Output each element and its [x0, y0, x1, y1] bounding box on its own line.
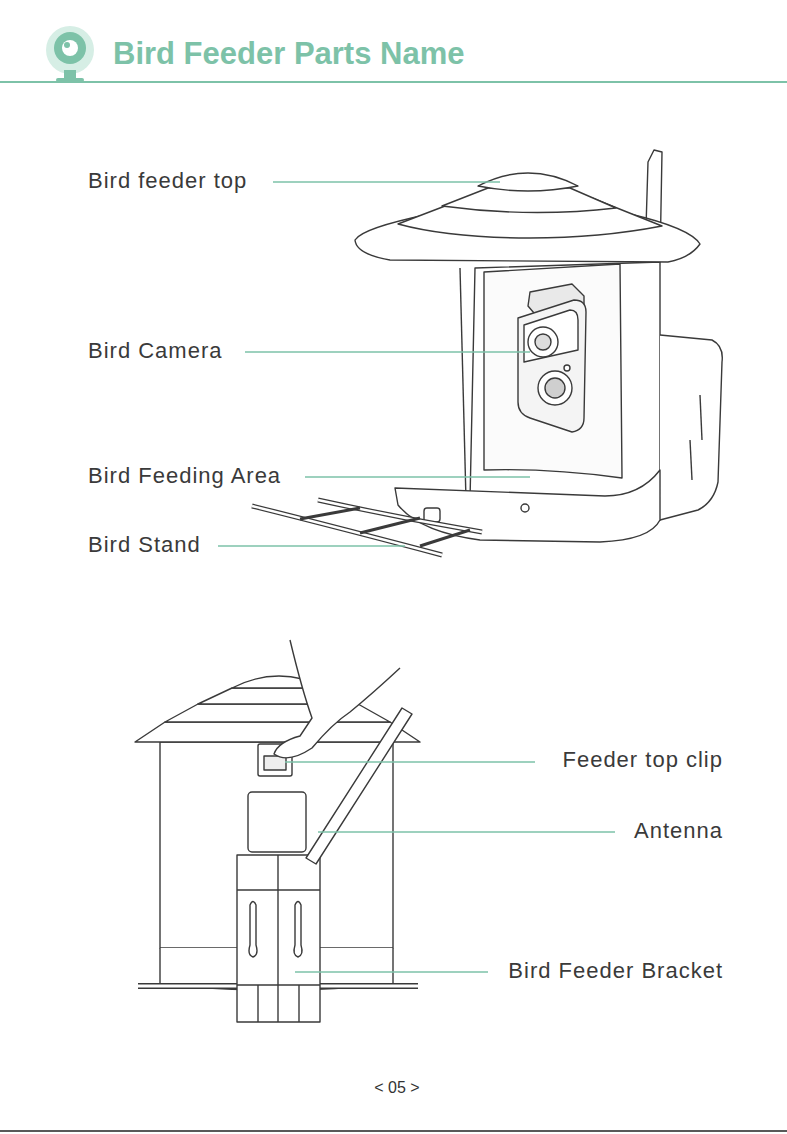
feeder-back-view	[249, 902, 257, 958]
feeder-front-view	[318, 500, 482, 532]
feeder-front-view	[700, 395, 702, 440]
part-name: Feeder top clip	[562, 747, 723, 773]
feeder-back-view	[237, 855, 320, 1022]
footer-rule	[0, 1130, 787, 1132]
feeder-back-view	[277, 855, 278, 1022]
header-icon	[64, 70, 76, 78]
feeder-back-view	[135, 640, 420, 1022]
feeder-front-view	[470, 262, 660, 520]
feeder-front-view	[460, 268, 466, 500]
part-name: Antenna	[634, 818, 723, 844]
part-name: Bird Feeder Bracket	[508, 958, 723, 984]
leader-lines	[285, 761, 535, 763]
feeder-front-view	[564, 365, 570, 371]
feeder-front-view	[252, 506, 442, 555]
leader-lines	[305, 476, 530, 478]
leader-lines	[218, 545, 405, 547]
part-name: Bird Camera	[88, 338, 222, 364]
header-icon	[64, 42, 70, 48]
feeder-front-view	[535, 334, 551, 350]
page-number: < 05 >	[374, 1078, 419, 1098]
leader-lines	[245, 351, 530, 353]
feeder-front-view	[518, 300, 586, 432]
feeder-back-view	[237, 889, 320, 890]
feeder-back-view	[298, 985, 299, 1022]
header-icon	[62, 40, 78, 56]
feeder-back-view	[135, 722, 420, 742]
feeder-front-view	[538, 371, 572, 405]
feeder-front-view	[300, 508, 360, 519]
leader-lines	[218, 182, 615, 972]
feeder-front-view	[360, 518, 420, 533]
header-rule	[0, 81, 787, 83]
feeder-front-view	[660, 335, 722, 520]
feeder-back-view	[257, 985, 258, 1022]
feeder-front-view	[528, 327, 558, 357]
feeder-front-view	[318, 500, 482, 532]
page-title: Bird Feeder Parts Name	[113, 36, 464, 72]
feeder-front-view	[545, 378, 565, 398]
leader-lines	[273, 181, 500, 183]
feeder-front-view	[484, 264, 622, 478]
feeder-front-view	[690, 440, 692, 480]
leader-lines	[318, 831, 615, 833]
header-icon	[46, 26, 94, 82]
feeder-back-view	[237, 984, 320, 985]
feeder-back-view	[248, 792, 306, 852]
feeder-front-view	[524, 310, 578, 362]
part-name: Bird Feeding Area	[88, 463, 281, 489]
part-name: Bird Stand	[88, 532, 201, 558]
part-name: Bird feeder top	[88, 168, 247, 194]
header-icon	[54, 32, 86, 64]
feeder-front-view	[395, 470, 660, 542]
header-icon	[46, 26, 94, 74]
leader-lines	[295, 971, 488, 973]
feeder-front-view	[521, 504, 529, 512]
feeder-back-view	[294, 902, 302, 958]
feeder-front-view	[420, 530, 470, 546]
feeder-back-view	[274, 640, 400, 758]
feeder-front-view	[252, 506, 442, 555]
